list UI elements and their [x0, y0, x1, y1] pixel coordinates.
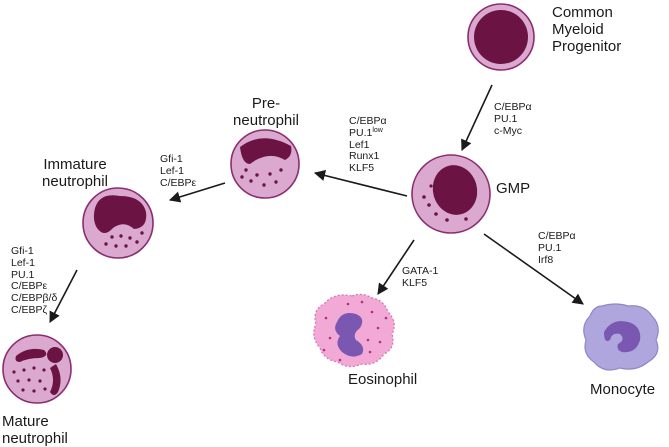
- factors-cmp-to-gmp: C/EBPα PU.1 c-Myc: [494, 101, 532, 137]
- factor-item-base: PU.1: [349, 126, 373, 139]
- factor-item: KLF5: [402, 276, 428, 289]
- factor-item: C/EBPζ: [11, 303, 48, 316]
- factor-item: PU.1: [11, 268, 35, 281]
- factor-item: Gfi-1: [160, 153, 183, 165]
- factor-item: Lef-1: [160, 164, 184, 177]
- mature-neutrophil-cell: [2, 334, 72, 404]
- cmp-label-line3: Progenitor: [552, 38, 622, 55]
- factors-gmp-to-eosinophil: GATA-1 KLF5: [402, 265, 439, 290]
- cmp-label: Common Myeloid Progenitor: [552, 4, 621, 55]
- cmp-label-line2: Myeloid: [552, 21, 604, 38]
- arrow-cmp-to-gmp: [461, 84, 493, 152]
- factors-gmp-to-monocyte: C/EBPα PU.1 Irf8: [538, 230, 576, 266]
- gmp-cell: [411, 154, 491, 234]
- pre-neutrophil-label: Pre- neutrophil: [228, 95, 304, 129]
- factor-item: Runx1: [349, 150, 380, 163]
- pre-neutrophil-label-line2: neutrophil: [233, 112, 299, 129]
- immature-neutrophil-label: Immature neutrophil: [38, 156, 112, 190]
- factor-item-superscript: low: [372, 126, 383, 134]
- factor-item: C/EBPε: [11, 280, 48, 293]
- pre-neutrophil-label-line1: Pre-: [251, 95, 281, 112]
- immature-neutrophil-cell: [82, 187, 154, 259]
- gmp-label: GMP: [496, 180, 531, 197]
- factor-item-pu1: PU.1low: [349, 126, 387, 140]
- pre-neutrophil-cell: [230, 129, 300, 199]
- immature-neutrophil-label-line2: neutrophil: [42, 173, 108, 190]
- factor-item: Gfi-1: [11, 245, 34, 257]
- factor-item: C/EBPε: [160, 176, 197, 189]
- mature-neutrophil-label: Mature neutrophil: [2, 413, 68, 447]
- arrow-immature-to-mature: [49, 269, 78, 323]
- factors-pre-to-immature: Gfi-1 Lef-1 C/EBPε: [160, 153, 197, 189]
- factor-item: C/EBPα: [349, 115, 387, 127]
- mature-neutrophil-label-line2: neutrophil: [2, 430, 68, 447]
- factor-item: c-Myc: [494, 124, 522, 137]
- immature-neutrophil-label-line1: Immature: [43, 156, 107, 173]
- factor-item: Lef1: [349, 138, 370, 151]
- factor-item: C/EBPα: [538, 230, 576, 242]
- monocyte-cell: [583, 303, 659, 371]
- factor-item: PU.1: [538, 241, 562, 254]
- arrow-gmp-to-pre-neutrophil: [313, 170, 408, 197]
- arrow-pre-to-immature: [168, 182, 226, 203]
- factor-item: GATA-1: [402, 265, 439, 277]
- factor-item: KLF5: [349, 162, 375, 175]
- factors-gmp-to-pre-neutrophil: C/EBPα PU.1low Lef1 Runx1 KLF5: [349, 115, 387, 175]
- mature-neutrophil-label-line1: Mature: [2, 413, 49, 430]
- eosinophil-cell: [313, 293, 395, 368]
- factor-item: C/EBPβ/δ: [11, 292, 58, 305]
- arrow-gmp-to-monocyte: [483, 233, 584, 305]
- cmp-cell: [467, 3, 535, 71]
- eosinophil-label: Eosinophil: [348, 371, 418, 388]
- factor-item: PU.1: [494, 112, 518, 125]
- monocyte-label: Monocyte: [590, 381, 656, 398]
- factor-item: C/EBPα: [494, 101, 532, 113]
- cmp-label-line1: Common: [552, 4, 613, 21]
- factor-item: Lef-1: [11, 256, 35, 269]
- arrow-gmp-to-eosinophil: [377, 239, 415, 295]
- factors-immature-to-mature: Gfi-1 Lef-1 PU.1 C/EBPε C/EBPβ/δ C/EBPζ: [11, 245, 58, 317]
- factor-item: Irf8: [538, 253, 554, 266]
